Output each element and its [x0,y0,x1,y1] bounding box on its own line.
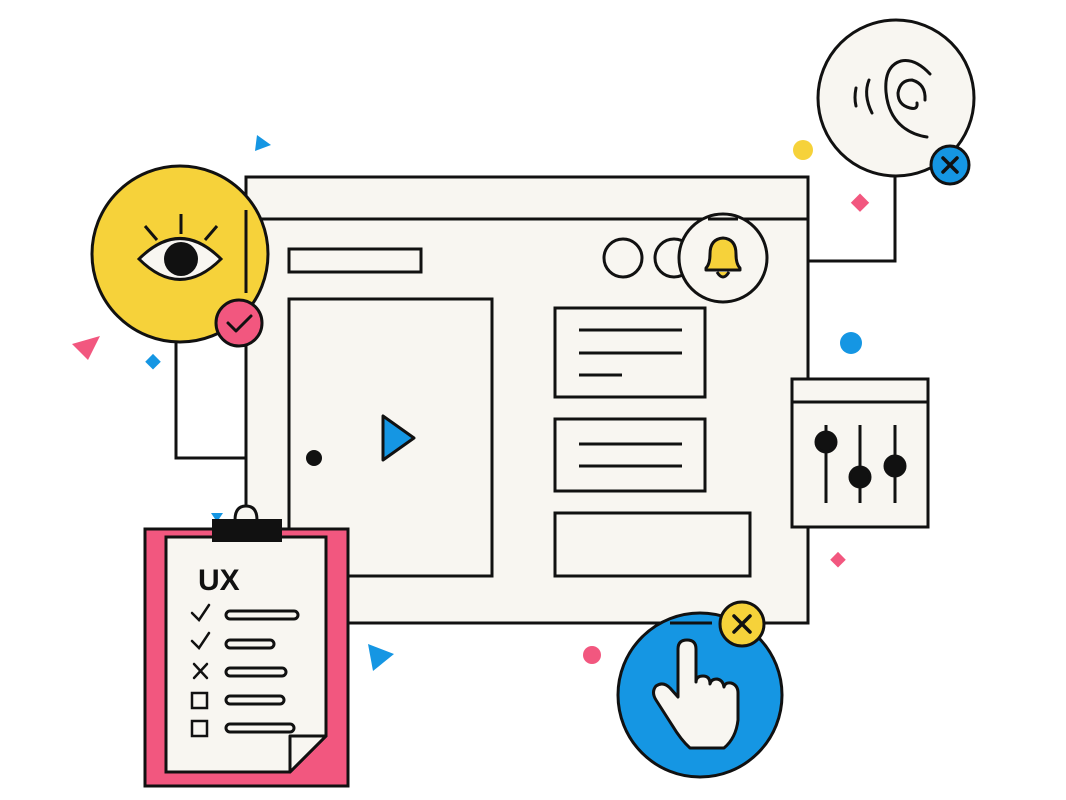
play-icon[interactable] [381,414,416,462]
confetti-pink-diamond [830,551,846,568]
confetti-blue-dot [840,332,862,354]
confetti-blue-triangle [211,513,223,522]
settings-panel[interactable] [790,377,930,529]
window-control-circle-1[interactable] [602,237,644,279]
check-status-badge [214,298,264,348]
bell-icon [704,236,742,279]
paper-folded-corner [288,734,328,774]
ear-to-bell-connector [768,175,897,263]
check-icon [226,314,253,333]
confetti-yellow-dot [793,140,813,160]
close-status-badge [718,600,766,648]
browser-window [244,175,810,625]
clipboard-clip-ring [233,504,259,521]
checkbox-icon[interactable] [190,719,209,738]
checklist-item-4[interactable] [190,691,286,710]
close-status-badge [929,144,971,186]
clipboard-title: UX [198,564,240,597]
checklist-item-2[interactable] [190,631,276,650]
vision-badge[interactable] [90,164,270,505]
hearing-badge[interactable] [816,18,976,186]
eye-icon [136,214,224,281]
pointer-hand-icon [652,638,740,750]
touch-badge[interactable] [616,600,784,779]
check-icon [190,603,211,622]
slider-knob-3[interactable] [883,454,907,478]
ear-icon [853,59,932,139]
checklist-item-1[interactable] [190,603,300,622]
confetti-blue-triangle [255,135,271,151]
confetti-pink-diamond [850,193,870,212]
connector-endpoint-dot [306,450,322,466]
confetti-pink-triangle [72,336,100,360]
clipboard-clip [212,519,282,542]
checklist-item-3[interactable] [192,662,288,680]
close-icon [941,156,959,174]
confetti-blue-diamond [145,353,161,370]
slider-knob-2[interactable] [848,465,872,489]
search-bar[interactable] [287,247,423,274]
confetti-blue-triangle [368,644,394,671]
confetti-pink-dot [583,646,601,664]
notification-badge[interactable] [677,212,769,304]
close-icon [732,614,752,634]
cross-icon [192,662,209,680]
sliders-icon [814,425,907,503]
content-card-1[interactable] [553,306,707,399]
checklist-item-5[interactable] [190,719,296,738]
slider-knob-1[interactable] [814,430,838,454]
check-icon [190,631,211,650]
checkbox-icon[interactable] [190,691,209,710]
content-card-3[interactable] [553,511,752,578]
ux-checklist-clipboard[interactable]: UX [143,504,350,788]
confetti [72,135,878,671]
content-card-2[interactable] [553,417,707,493]
